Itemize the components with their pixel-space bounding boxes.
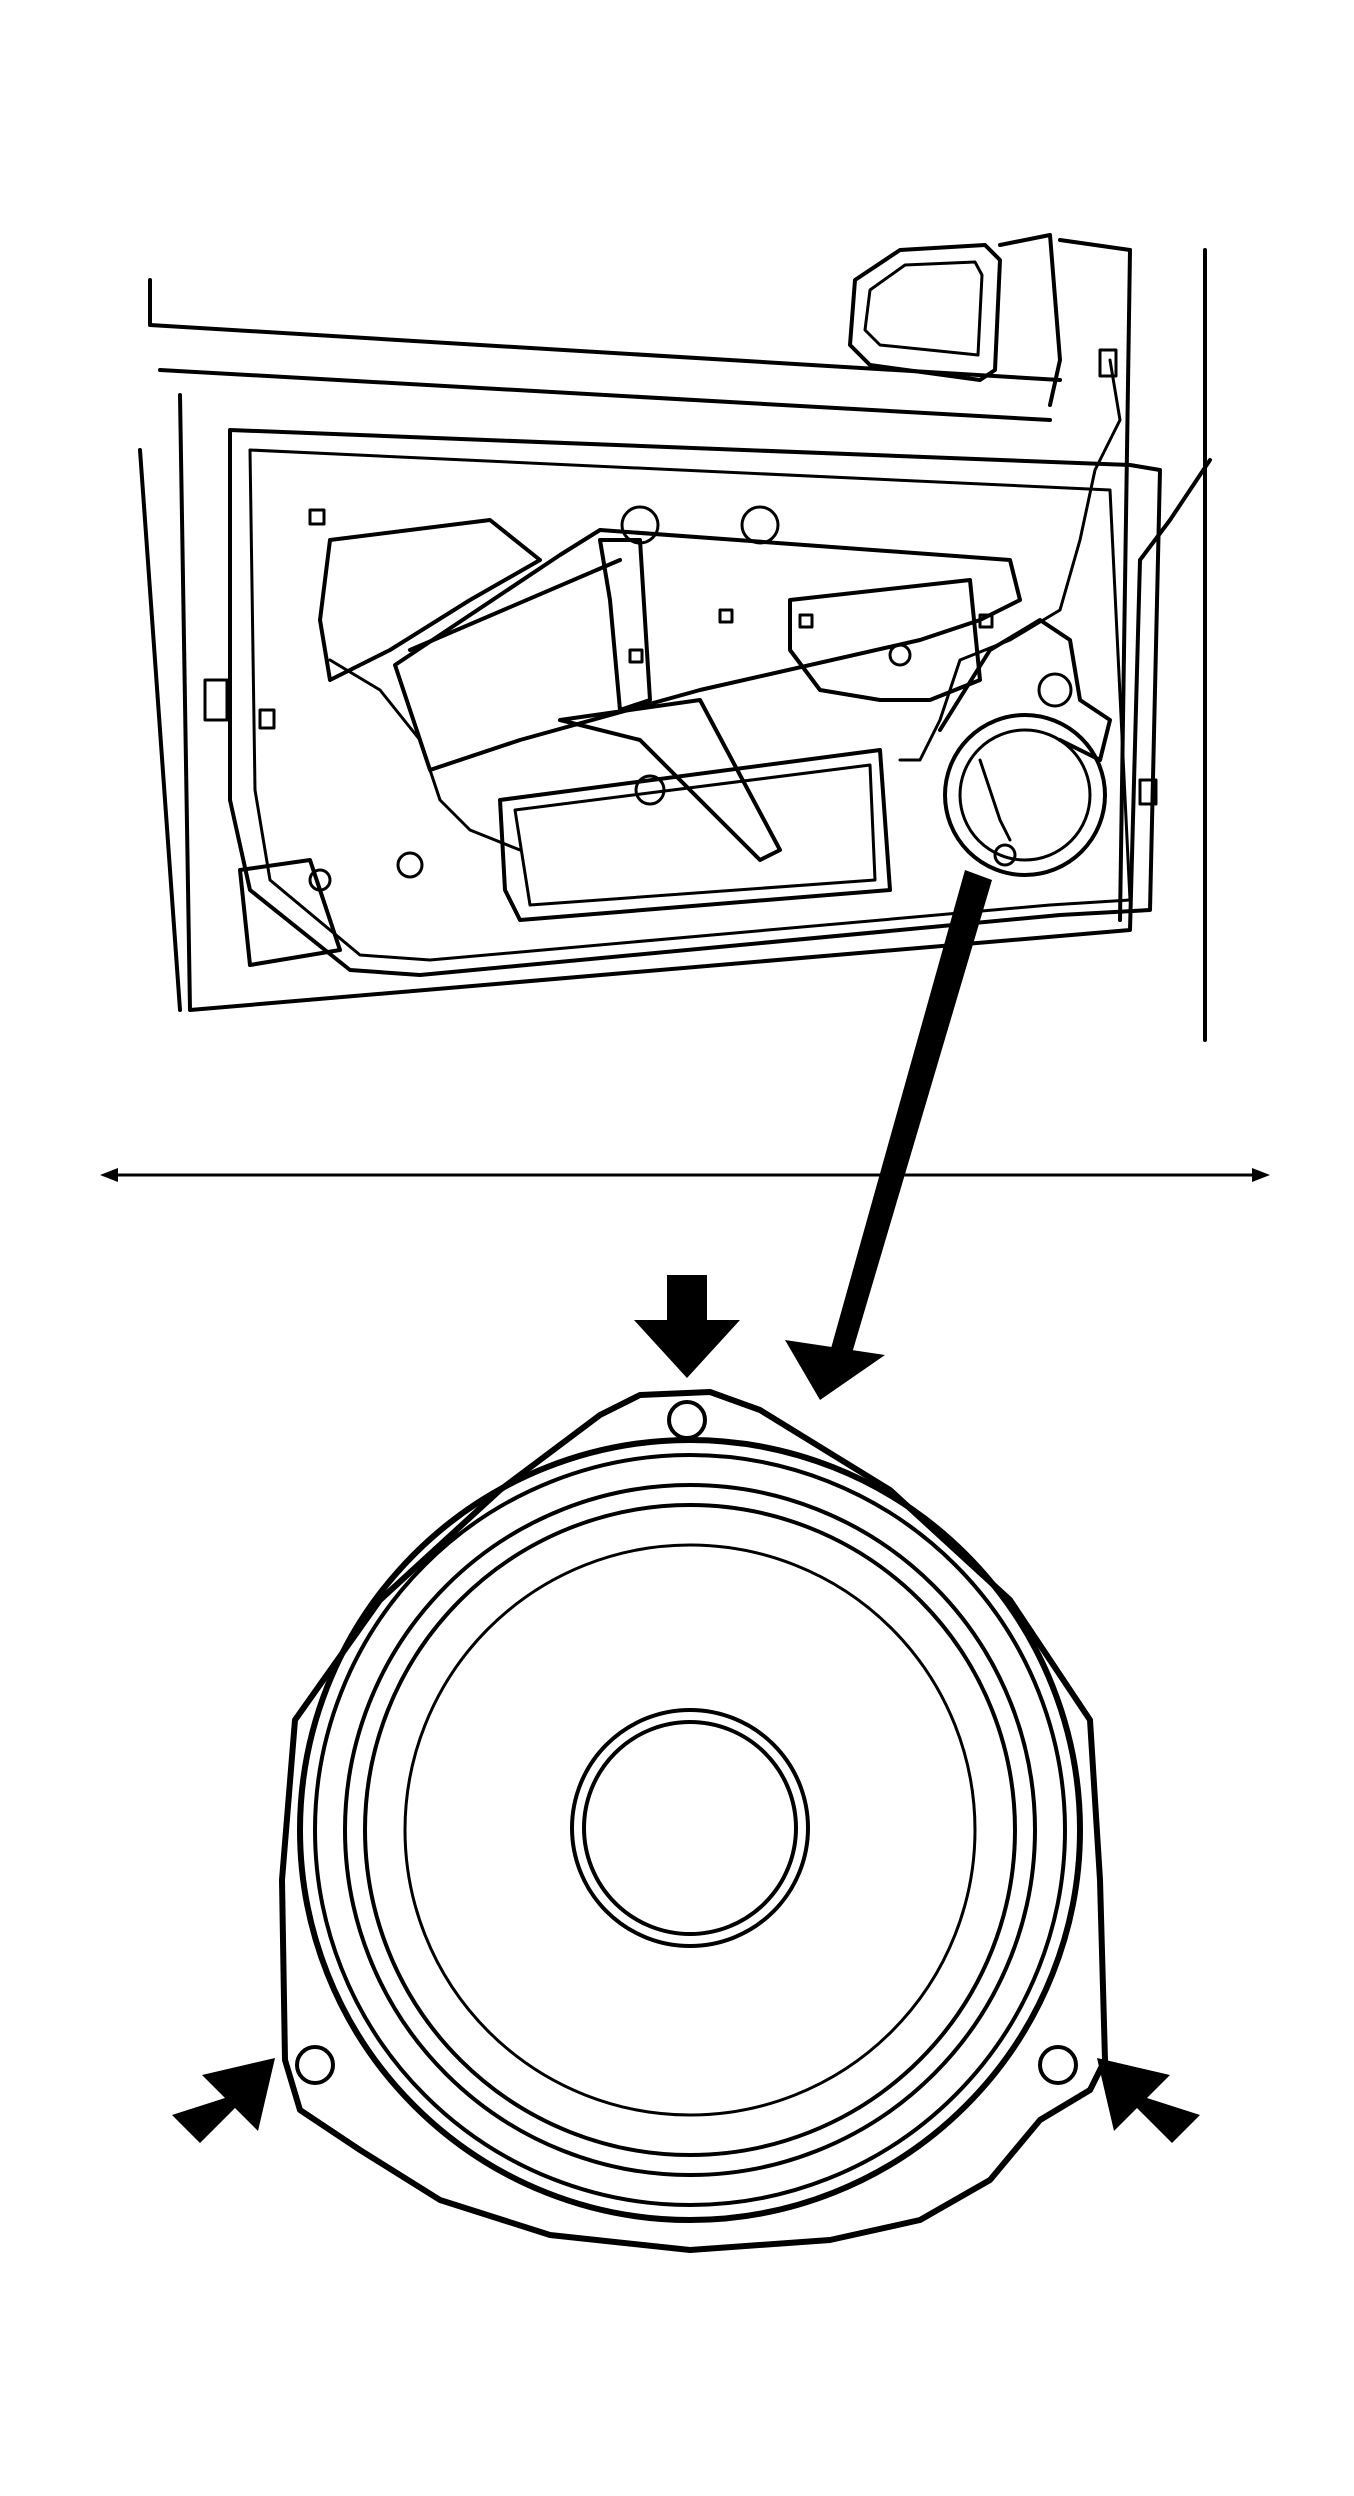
latch-plate bbox=[788, 578, 982, 702]
divider-arrow-left bbox=[100, 1168, 118, 1182]
speaker-frame-inner bbox=[313, 1453, 1067, 2207]
divider-arrow-right bbox=[1252, 1168, 1270, 1182]
a-pillar bbox=[998, 233, 1132, 407]
fastener-holes bbox=[203, 348, 1158, 892]
section-divider bbox=[100, 1168, 1270, 1182]
leader-arrow-head bbox=[785, 1340, 885, 1400]
access-hole-lower-left bbox=[238, 858, 342, 967]
door-inner-panel-ridge bbox=[248, 448, 1132, 962]
regulator-cutout-inner bbox=[513, 763, 877, 907]
mount-hole-right bbox=[1038, 2045, 1078, 2085]
arrow-right-fastener bbox=[1097, 2058, 1200, 2143]
regulator-plate bbox=[598, 538, 652, 712]
mirror-glass bbox=[863, 260, 984, 357]
door-outer-frame bbox=[148, 248, 1212, 1042]
wiring-harness bbox=[328, 358, 1122, 852]
regulator-cutout bbox=[498, 748, 892, 922]
speaker-surround-inner bbox=[363, 1503, 1017, 2157]
speaker-dust-cap-outer bbox=[570, 1708, 810, 1948]
leader-arrow bbox=[785, 870, 992, 1400]
bracket-hole bbox=[1037, 672, 1073, 708]
door-speaker-opening bbox=[943, 713, 1107, 877]
speaker-dust-cap-inner bbox=[582, 1720, 798, 1936]
access-hole-upper-left bbox=[318, 518, 542, 682]
speaker-view bbox=[279, 1389, 1108, 2253]
leader-arrow-shaft bbox=[830, 870, 992, 1360]
speaker-cone bbox=[403, 1543, 977, 2117]
door-outer-edge bbox=[138, 248, 1132, 1012]
arrow-left-fastener bbox=[172, 2058, 275, 2143]
speaker-mounting-flange bbox=[279, 1389, 1108, 2253]
door-speaker-opening-inner bbox=[958, 728, 1092, 862]
arrow-top-fastener bbox=[634, 1275, 740, 1378]
mirror-housing bbox=[848, 243, 1002, 382]
mount-hole-top bbox=[667, 1400, 707, 1440]
regulator-arm bbox=[408, 558, 782, 862]
speaker-frame-outer bbox=[297, 1437, 1083, 2223]
regulator-track bbox=[393, 528, 1022, 772]
door-panel-view bbox=[138, 233, 1212, 1042]
mount-hole-left bbox=[295, 2045, 335, 2085]
fastener-arrows bbox=[172, 1275, 1200, 2143]
speaker-surround-outer bbox=[343, 1483, 1037, 2177]
door-inner-panel bbox=[228, 428, 1162, 977]
